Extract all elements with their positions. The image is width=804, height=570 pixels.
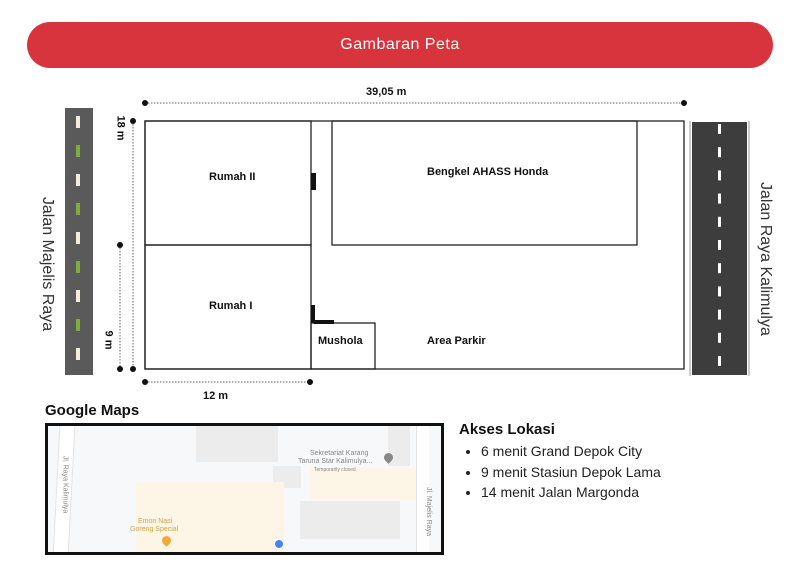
google-maps-heading: Google Maps bbox=[45, 402, 140, 419]
lane-dash bbox=[718, 147, 721, 158]
lane-dash bbox=[718, 332, 721, 343]
door-marks bbox=[311, 173, 334, 324]
lane-dash bbox=[718, 356, 721, 366]
room-mushola bbox=[310, 322, 376, 370]
left-road bbox=[65, 108, 93, 375]
lane-dash bbox=[76, 145, 80, 157]
map-road-label: Jl. Majelis Raya bbox=[425, 486, 433, 537]
page-title: Gambaran Peta bbox=[340, 36, 460, 53]
room-rumah-2 bbox=[144, 120, 312, 246]
map-building bbox=[300, 501, 400, 539]
lane-dash bbox=[76, 290, 80, 302]
lane-dash bbox=[76, 174, 80, 186]
lane-dash bbox=[76, 348, 80, 360]
map-building bbox=[310, 468, 420, 500]
lane-dash bbox=[718, 193, 721, 204]
location-marker-icon[interactable] bbox=[274, 539, 284, 549]
lane-dash bbox=[718, 216, 721, 227]
lane-dash bbox=[718, 240, 721, 250]
dimension-dots bbox=[117, 100, 687, 385]
right-road-label: Jalan Raya Kalimulya bbox=[757, 182, 774, 336]
google-map-embed[interactable]: Jl. Raya Kalimulya Jl. Majelis Raya Sekr… bbox=[45, 423, 444, 555]
map-place-label: Goreng Special bbox=[130, 526, 179, 533]
lane-dash bbox=[76, 232, 80, 244]
list-item: 6 menit Grand Depok City bbox=[481, 441, 661, 462]
lane-dash bbox=[718, 124, 721, 134]
list-item: 14 menit Jalan Margonda bbox=[481, 482, 661, 503]
height-dimension-label: 18 m bbox=[114, 115, 127, 141]
title-banner: Gambaran Peta bbox=[27, 22, 773, 68]
bottom-dimension-label: 12 m bbox=[203, 390, 229, 402]
map-road-label: Jl. Raya Kalimulya bbox=[61, 455, 69, 514]
lane-dash bbox=[76, 116, 80, 128]
lane-dash bbox=[718, 170, 721, 181]
map-road bbox=[416, 426, 429, 552]
room-bengkel bbox=[331, 120, 638, 246]
bengkel-label: Bengkel AHASS Honda bbox=[427, 166, 549, 178]
map-place-label: Emon Nasi bbox=[138, 518, 173, 525]
map-place-label: Sekretariat Karang bbox=[310, 450, 369, 457]
akses-lokasi-heading: Akses Lokasi bbox=[459, 421, 555, 438]
width-dimension-label: 39,05 m bbox=[366, 86, 407, 98]
map-building bbox=[388, 426, 410, 466]
left-road-label: Jalan Majelis Raya bbox=[39, 196, 56, 332]
lane-dash bbox=[718, 309, 721, 320]
lane-dash bbox=[76, 319, 80, 331]
map-building bbox=[196, 426, 278, 462]
rumah-2-label: Rumah II bbox=[209, 171, 256, 183]
map-place-label: Taruna Star Kalimulya... bbox=[298, 458, 373, 465]
lane-dash bbox=[718, 286, 721, 297]
area-parkir-label: Area Parkir bbox=[427, 335, 486, 347]
list-item: 9 menit Stasiun Depok Lama bbox=[481, 462, 661, 483]
dimension-lines bbox=[119, 102, 684, 383]
rumah-1-label: Rumah I bbox=[209, 300, 253, 312]
inner-height-dimension-label: 9 m bbox=[102, 330, 115, 350]
lane-dash bbox=[76, 261, 80, 273]
akses-lokasi-list: 6 menit Grand Depok City 9 menit Stasiun… bbox=[463, 441, 661, 503]
right-road bbox=[689, 121, 750, 376]
map-place-status: Temporarily closed bbox=[314, 467, 356, 473]
lane-dash bbox=[718, 263, 721, 274]
mushola-label: Mushola bbox=[318, 335, 363, 347]
lane-dash bbox=[76, 203, 80, 215]
